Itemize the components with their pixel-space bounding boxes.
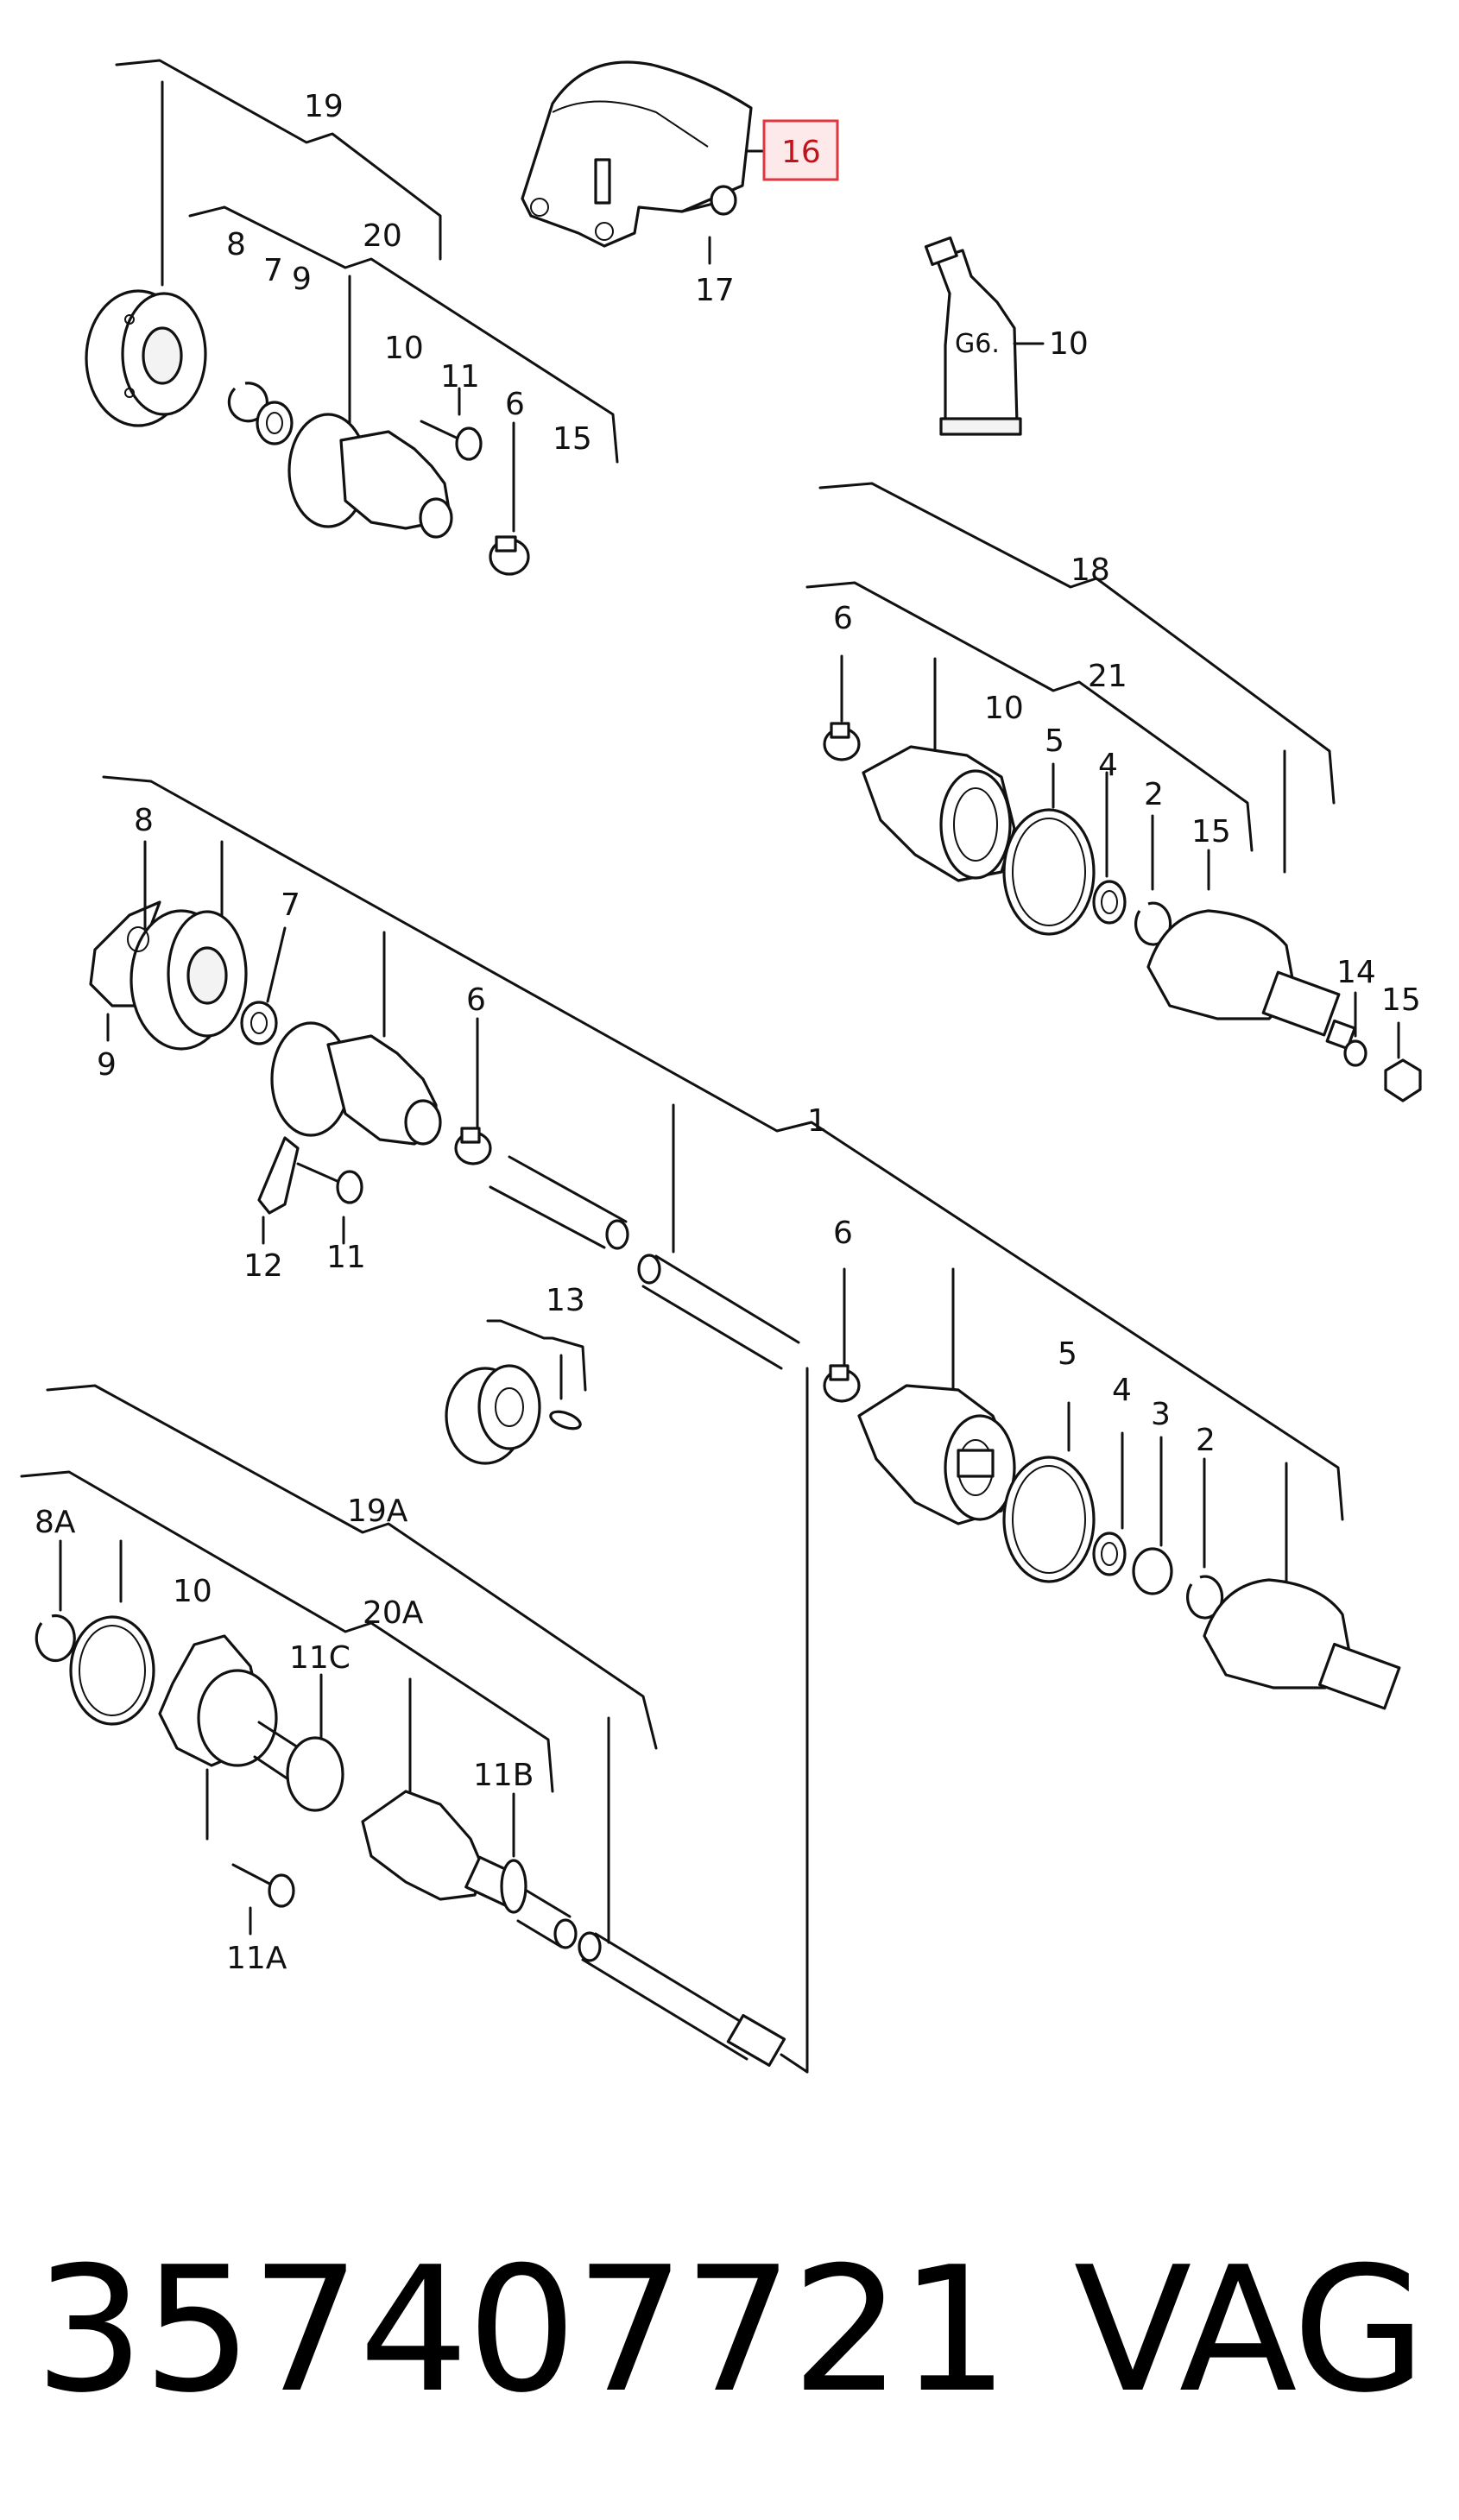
callout-4: 4 bbox=[1112, 1373, 1132, 1408]
callout-8: 8 bbox=[226, 227, 246, 262]
clamp-part-6 bbox=[489, 535, 530, 576]
callout-5: 5 bbox=[1045, 723, 1064, 759]
ring-part-4 bbox=[1092, 1532, 1127, 1576]
callout-2: 2 bbox=[1144, 777, 1164, 812]
inner-joint-boot bbox=[287, 413, 453, 539]
bracket-18 bbox=[818, 482, 1336, 805]
bracket-20A bbox=[20, 1470, 554, 1793]
circlip-part-8A bbox=[35, 1614, 76, 1663]
group-outer-joint-lower bbox=[823, 1267, 1401, 1710]
callout-9: 9 bbox=[97, 1047, 117, 1083]
callout-6: 6 bbox=[466, 982, 486, 1018]
washer-part-7 bbox=[240, 1001, 278, 1045]
washer-part-14 bbox=[1343, 1039, 1367, 1067]
washer-part-7 bbox=[256, 401, 294, 445]
bolt-part-17 bbox=[680, 185, 737, 265]
spacer-part-3 bbox=[1132, 1547, 1173, 1595]
callout-4: 4 bbox=[1098, 748, 1118, 783]
heat-shield-part-16 bbox=[521, 60, 753, 248]
shaft-lower bbox=[516, 1889, 809, 2074]
callout-16: 16 bbox=[781, 135, 821, 170]
clamp-part-11B bbox=[500, 1859, 527, 1914]
bracket-21 bbox=[805, 581, 1254, 852]
outer-joint-part-15 bbox=[1146, 909, 1356, 1051]
clamp-part-6 bbox=[823, 1364, 861, 1403]
flange-part-8 bbox=[127, 909, 248, 1051]
callout-14: 14 bbox=[1336, 955, 1376, 990]
callout-6: 6 bbox=[505, 387, 525, 422]
part-number: 357407721 bbox=[35, 2230, 1009, 2431]
bolt-part-11 bbox=[420, 420, 483, 461]
grease-label: G6. bbox=[955, 329, 1000, 359]
inner-joint-boot bbox=[270, 1021, 442, 1146]
tripod-joint bbox=[158, 1634, 321, 1793]
group-lower-left bbox=[20, 1384, 809, 2074]
bolt-part-11 bbox=[296, 1162, 363, 1204]
callout-8: 8 bbox=[134, 803, 154, 838]
bracket-19A bbox=[46, 1384, 658, 1750]
plate-part-12 bbox=[257, 1136, 300, 1215]
callout-1: 1 bbox=[807, 1103, 827, 1139]
callout-11: 11 bbox=[326, 1240, 366, 1275]
callout-11: 11 bbox=[440, 359, 480, 395]
callout-3: 3 bbox=[1151, 1397, 1171, 1432]
callout-11A: 11A bbox=[226, 1941, 287, 1976]
boot-part-10 bbox=[857, 1384, 1016, 1525]
ring-part-10 bbox=[69, 1615, 155, 1726]
callout-2: 2 bbox=[1196, 1423, 1216, 1458]
bracket-20 bbox=[188, 205, 619, 464]
callout-6: 6 bbox=[833, 1216, 853, 1251]
grease-tube-part-10 bbox=[924, 236, 1022, 436]
callout-5: 5 bbox=[1058, 1336, 1077, 1372]
callout-6: 6 bbox=[833, 601, 853, 636]
callout-15: 15 bbox=[1381, 982, 1421, 1018]
highlight-box-16 bbox=[762, 119, 839, 181]
callout-17: 17 bbox=[695, 273, 735, 308]
callout-15: 15 bbox=[553, 421, 592, 457]
callout-9: 9 bbox=[292, 262, 312, 297]
callout-7: 7 bbox=[263, 253, 283, 288]
group-outer-joint-upper bbox=[805, 482, 1422, 1102]
callout-15: 15 bbox=[1191, 814, 1231, 849]
drive-shaft-part-1 bbox=[489, 1155, 800, 1370]
bracket-19 bbox=[115, 59, 442, 261]
callout-12: 12 bbox=[243, 1248, 283, 1284]
callout-10: 10 bbox=[173, 1574, 212, 1609]
boot-part-20A bbox=[361, 1790, 521, 1907]
clamp-part-6 bbox=[454, 1127, 492, 1165]
bolt-part-11A bbox=[231, 1863, 295, 1908]
callout-10: 10 bbox=[984, 691, 1024, 726]
callout-7: 7 bbox=[281, 887, 300, 923]
callout-18: 18 bbox=[1071, 553, 1110, 588]
callout-11C: 11C bbox=[289, 1640, 351, 1676]
clip-part-5 bbox=[1002, 1456, 1096, 1583]
boot-part-10 bbox=[862, 745, 1016, 882]
callout-20A: 20A bbox=[363, 1595, 424, 1631]
clamp-part-6 bbox=[823, 722, 861, 761]
clip-part-5 bbox=[1002, 808, 1096, 936]
callout-10: 10 bbox=[1049, 326, 1089, 362]
footer: 357407721 VAG bbox=[35, 2201, 1433, 2486]
bracket-1 bbox=[102, 775, 1344, 1521]
group-inner-joint-main bbox=[89, 775, 1344, 2074]
callout-11B: 11B bbox=[473, 1758, 534, 1793]
callout-20: 20 bbox=[363, 218, 402, 254]
outer-joint-part-15 bbox=[1203, 1578, 1401, 1710]
brand-name: VAG bbox=[1073, 2230, 1426, 2431]
nut-part-15 bbox=[1384, 1058, 1422, 1102]
callout-8A: 8A bbox=[35, 1505, 76, 1540]
ring-part-4 bbox=[1092, 880, 1127, 925]
callout-19A: 19A bbox=[347, 1494, 408, 1529]
flange-part-19 bbox=[85, 289, 207, 427]
callout-19: 19 bbox=[304, 89, 344, 124]
ring-part-11C bbox=[286, 1736, 344, 1812]
callout-10: 10 bbox=[384, 331, 424, 366]
callout-13: 13 bbox=[546, 1283, 585, 1318]
damper-part-13 bbox=[445, 1319, 587, 1465]
group-top-left-joint bbox=[85, 59, 619, 576]
callout-21: 21 bbox=[1088, 659, 1127, 694]
